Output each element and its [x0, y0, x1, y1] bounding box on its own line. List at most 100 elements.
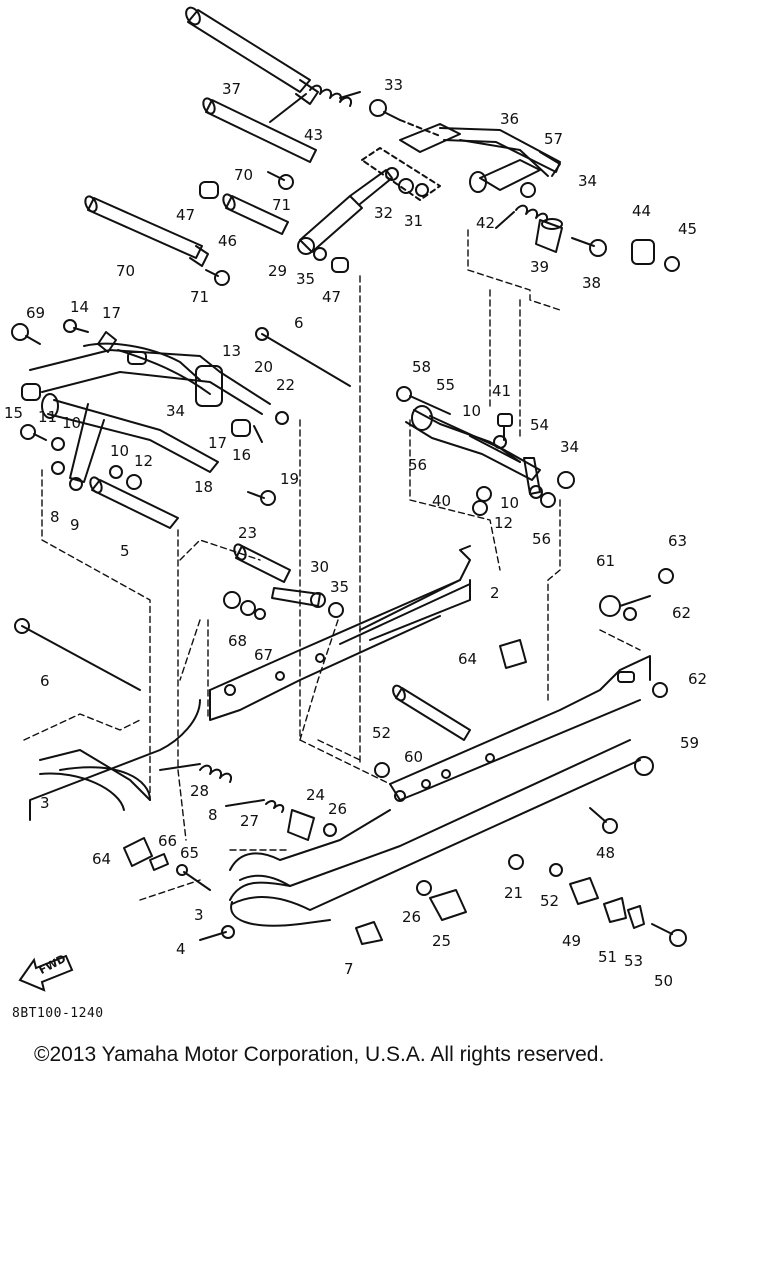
- forward-arrow-icon: [18, 954, 74, 992]
- bolts-10-12: [109, 465, 142, 490]
- assembly-guide-lines: [23, 229, 641, 901]
- washers-10-12: [472, 435, 507, 516]
- callout-62: 62: [688, 670, 708, 688]
- callout-71: 71: [190, 288, 210, 306]
- block-44: [631, 239, 655, 265]
- callout-58: 58: [412, 358, 432, 376]
- callout-34: 34: [166, 402, 186, 420]
- callout-45: 45: [678, 220, 698, 238]
- clip-53: [627, 905, 645, 929]
- callout-10: 10: [110, 442, 130, 460]
- callout-27: 27: [240, 812, 260, 830]
- slide-rail-left: [29, 579, 461, 821]
- slide-rail-right: [229, 655, 651, 911]
- callout-50: 50: [654, 972, 674, 990]
- slider-3-lower: [230, 901, 331, 927]
- washer-8-upper: [51, 461, 65, 475]
- callout-11: 11: [38, 408, 58, 426]
- callout-47: 47: [322, 288, 342, 306]
- callout-70: 70: [234, 166, 254, 184]
- copyright-notice: ©2013 Yamaha Motor Corporation, U.S.A. A…: [34, 1043, 605, 1066]
- callout-59: 59: [680, 734, 700, 752]
- rear-link-40: [405, 405, 543, 499]
- nuts-34-56: [540, 471, 575, 508]
- collar-39: [535, 218, 563, 253]
- callout-63: 63: [668, 532, 688, 550]
- callout-26: 26: [402, 908, 422, 926]
- callout-13: 13: [222, 342, 242, 360]
- callout-69: 69: [26, 304, 46, 322]
- callout-4: 4: [176, 940, 186, 958]
- bolt-33: [369, 99, 441, 137]
- callout-22: 22: [276, 376, 296, 394]
- callout-15: 15: [4, 404, 24, 422]
- callout-36: 36: [500, 110, 520, 128]
- drawing-code: 8BT100-1240: [12, 1006, 104, 1021]
- shaft-70-upper: [202, 97, 317, 163]
- callout-54: 54: [530, 416, 550, 434]
- callout-5: 5: [120, 542, 130, 560]
- suspension-parts-diagram: [11, 6, 687, 947]
- bolts-69-14-17: [11, 319, 117, 353]
- callout-35: 35: [296, 270, 316, 288]
- washer-22: [275, 411, 289, 425]
- callout-32: 32: [374, 204, 394, 222]
- callout-31: 31: [404, 212, 424, 230]
- callout-10: 10: [500, 494, 520, 512]
- callout-16: 16: [232, 446, 252, 464]
- callout-39: 39: [530, 258, 550, 276]
- bolt-4: [199, 925, 235, 941]
- callout-3: 3: [40, 794, 50, 812]
- callout-29: 29: [268, 262, 288, 280]
- callout-53: 53: [624, 952, 644, 970]
- callout-6: 6: [294, 314, 304, 332]
- callout-14: 14: [70, 298, 90, 316]
- washer-26-lower: [416, 880, 432, 896]
- callout-47: 47: [176, 206, 196, 224]
- callout-34: 34: [578, 172, 598, 190]
- callout-34: 34: [560, 438, 580, 456]
- callout-42: 42: [476, 214, 496, 232]
- bolt-61: [599, 595, 651, 617]
- collar-15-11: [20, 383, 65, 451]
- callout-25: 25: [432, 932, 452, 950]
- callout-56: 56: [408, 456, 428, 474]
- callout-33: 33: [384, 76, 404, 94]
- callout-8: 8: [50, 508, 60, 526]
- callout-65: 65: [180, 844, 200, 862]
- callout-46: 46: [218, 232, 238, 250]
- callout-18: 18: [194, 478, 214, 496]
- cap-25: [429, 889, 467, 921]
- callout-66: 66: [158, 832, 178, 850]
- callout-9: 9: [70, 516, 80, 534]
- callout-60: 60: [404, 748, 424, 766]
- callout-17: 17: [102, 304, 122, 322]
- collar-24: [287, 809, 337, 841]
- callout-12: 12: [134, 452, 154, 470]
- callout-49: 49: [562, 932, 582, 950]
- bushing-17-pin-16: [231, 419, 263, 443]
- callout-52: 52: [372, 724, 392, 742]
- callout-40: 40: [432, 492, 452, 510]
- spring-28: [159, 763, 232, 783]
- shock-absorber-29: [297, 167, 399, 273]
- washer-52-upper: [374, 762, 390, 778]
- callout-17: 17: [208, 434, 228, 452]
- callout-2: 2: [490, 584, 500, 602]
- callout-70: 70: [116, 262, 136, 280]
- callout-64: 64: [92, 850, 112, 868]
- bushings-32-31: [361, 147, 441, 201]
- callout-37: 37: [222, 80, 242, 98]
- collars-68-67: [223, 591, 266, 620]
- bolt-71-lower: [205, 269, 230, 286]
- bolt-48: [589, 807, 618, 834]
- washers-63-62: [623, 568, 674, 698]
- callout-23: 23: [238, 524, 258, 542]
- callout-48: 48: [596, 844, 616, 862]
- callout-20: 20: [254, 358, 274, 376]
- callout-3: 3: [194, 906, 204, 924]
- callout-51: 51: [598, 948, 618, 966]
- cap-7: [355, 921, 383, 945]
- callout-41: 41: [492, 382, 512, 400]
- tube-23: [233, 543, 291, 583]
